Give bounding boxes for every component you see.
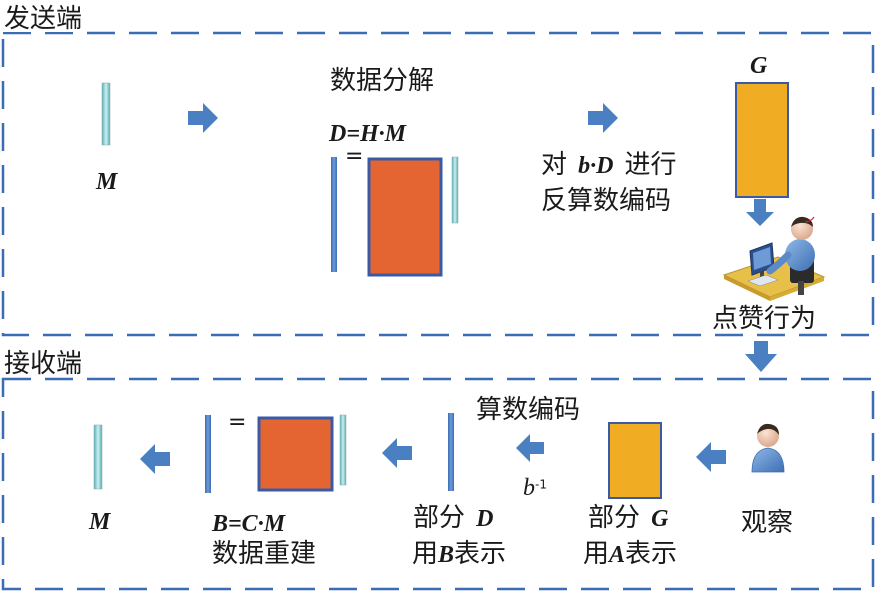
action-label: 点赞行为 <box>712 304 817 334</box>
recon-title: 数据重建 <box>212 539 317 569</box>
matrix-m-label: M <box>96 169 118 195</box>
part-g-line2-math: A <box>609 542 626 568</box>
matrix-m-recovered-bar <box>93 424 103 490</box>
arrow-left-icon <box>140 444 170 474</box>
matrix-h-block <box>367 157 443 277</box>
matrix-m-bar-3 <box>339 414 347 486</box>
part-d-math: D <box>476 506 494 532</box>
step1-title: 数据分解 <box>330 66 435 96</box>
matrix-m-recovered-label: M <box>89 509 111 535</box>
matrix-b-bar <box>205 415 211 493</box>
step2-line2: 反算数编码 <box>541 186 672 216</box>
step2-suffix: 进行 <box>624 150 677 180</box>
arrow-right-icon <box>188 103 218 133</box>
part-g-line2-suffix: 表示 <box>625 539 678 569</box>
part-g-math: G <box>651 506 669 532</box>
receiver-title: 接收端 <box>2 351 87 377</box>
matrix-m-bar-2 <box>451 156 459 224</box>
matrix-g-label: G <box>750 53 768 79</box>
matrix-d-bar <box>331 157 337 272</box>
matrix-m-bar <box>101 82 111 146</box>
arrow-down-icon <box>746 199 774 226</box>
part-d-line2-math: B <box>438 542 455 568</box>
inverse-b: b <box>523 475 535 501</box>
part-d-line2: 用B表示 <box>412 541 506 567</box>
equals-sign: = <box>345 144 364 169</box>
step2-prefix: 对 <box>541 150 568 180</box>
step2-math: b·D <box>578 153 614 179</box>
part-d-line2-suffix: 表示 <box>454 539 507 569</box>
matrix-g-block <box>735 82 789 198</box>
matrix-partial-d-bar <box>448 413 454 491</box>
step1-formula: D=H·M <box>329 121 407 147</box>
arrow-left-icon <box>516 434 544 462</box>
arith-label: 算数编码 <box>476 395 581 425</box>
arrow-left-icon <box>382 438 412 468</box>
recon-formula: B=C·M <box>212 511 286 537</box>
user-icon <box>751 423 785 473</box>
matrix-c-block <box>257 416 334 492</box>
arrow-left-icon <box>696 442 726 472</box>
matrix-partial-g-block <box>608 422 662 499</box>
observe-label: 观察 <box>741 508 794 538</box>
equals-sign-2: = <box>228 410 247 435</box>
part-d-line1: 部分 D <box>413 505 493 531</box>
part-g-line1: 部分 G <box>588 505 668 531</box>
step2-line1: 对 b·D 进行 <box>541 152 677 178</box>
part-g-line2-prefix: 用 <box>583 539 610 569</box>
part-d-line2-prefix: 用 <box>412 539 439 569</box>
inverse-exp: -1 <box>535 477 547 492</box>
arrow-down-icon <box>745 341 777 372</box>
inverse-b-label: b-1 <box>523 476 547 500</box>
part-g-prefix: 部分 <box>588 503 641 533</box>
receiver-box <box>1 377 875 591</box>
part-g-line2: 用A表示 <box>583 541 677 567</box>
user-at-computer-icon <box>722 216 826 301</box>
sender-title: 发送端 <box>2 6 87 32</box>
arrow-right-icon <box>588 103 618 133</box>
part-d-prefix: 部分 <box>413 503 466 533</box>
sender-box <box>1 31 875 337</box>
